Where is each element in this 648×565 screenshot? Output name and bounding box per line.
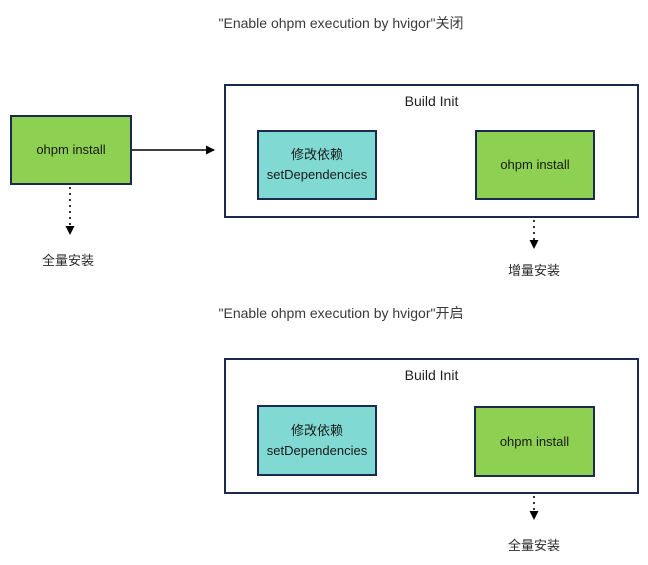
node-label-line2: setDependencies bbox=[266, 167, 368, 182]
title-hvigor-off: "Enable ohpm execution by hvigor"关闭 bbox=[218, 15, 464, 31]
node-set-dependencies-on: 修改依赖 setDependencies bbox=[257, 405, 377, 476]
label-full-install-off: 全量安装 bbox=[41, 253, 95, 268]
node-ohpm-install-left: ohpm install bbox=[10, 115, 132, 185]
node-set-dependencies-off: 修改依赖 setDependencies bbox=[257, 130, 377, 200]
title-hvigor-on: "Enable ohpm execution by hvigor"开启 bbox=[218, 305, 464, 321]
node-ohpm-install-off: ohpm install bbox=[475, 130, 595, 200]
label-full-install-on: 全量安装 bbox=[507, 538, 561, 553]
node-label: ohpm install bbox=[36, 142, 106, 157]
node-label-line1: 修改依赖 bbox=[290, 147, 343, 162]
node-label: ohpm install bbox=[500, 157, 570, 172]
node-label-line1: 修改依赖 bbox=[290, 422, 343, 438]
label-incremental-install: 增量安装 bbox=[507, 263, 561, 278]
group-title: Build Init bbox=[404, 93, 459, 109]
group-title: Build Init bbox=[404, 367, 459, 383]
node-label: ohpm install bbox=[499, 433, 570, 449]
node-ohpm-install-on: ohpm install bbox=[474, 406, 595, 477]
node-label-line2: setDependencies bbox=[266, 442, 368, 458]
